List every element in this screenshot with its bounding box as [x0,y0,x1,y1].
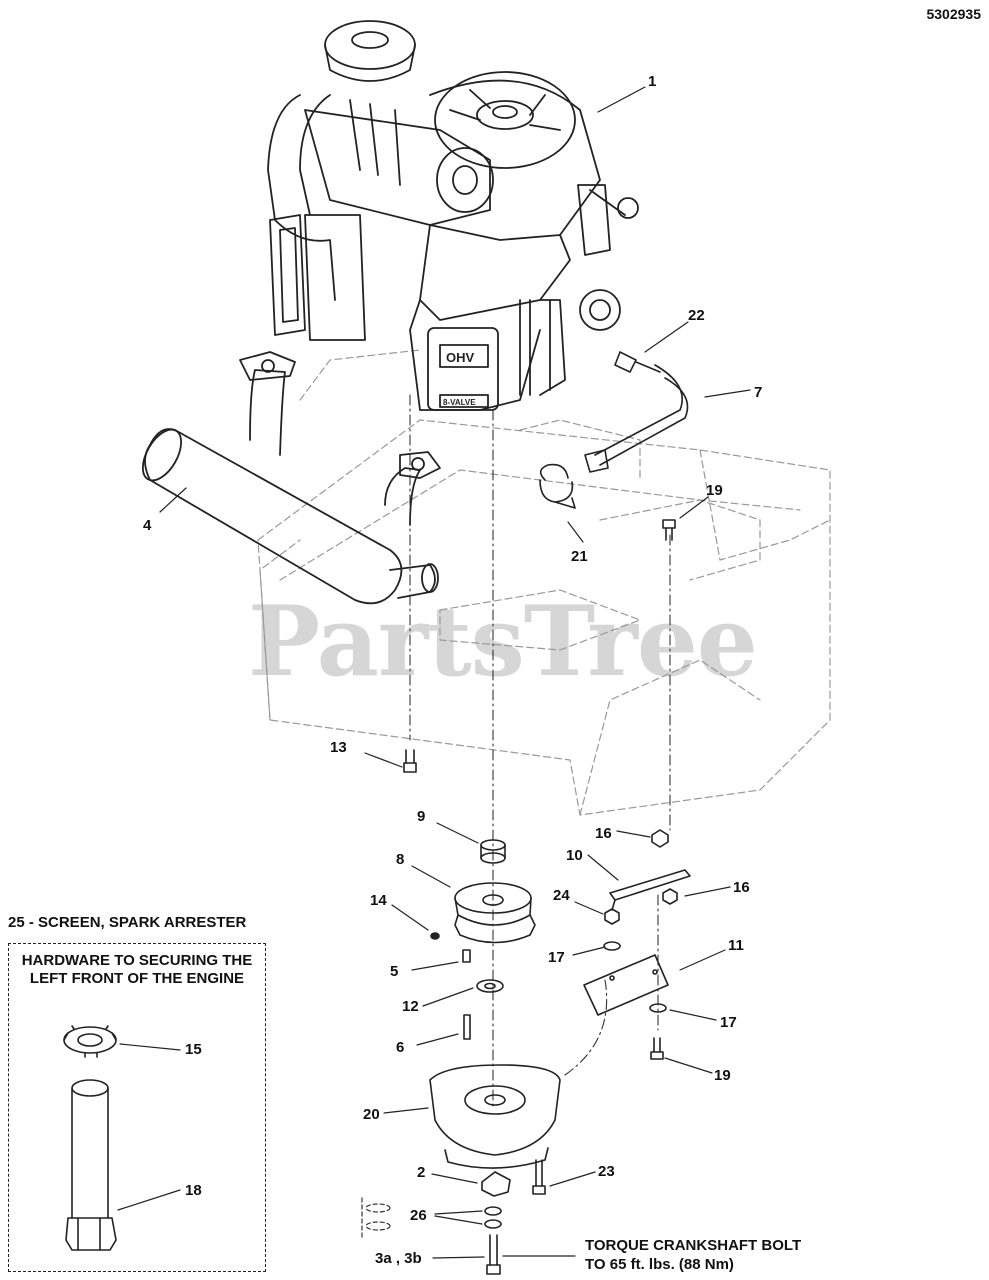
kit-title: 25 - SCREEN, SPARK ARRESTER [8,914,247,931]
nut-16-lower [662,888,678,905]
callout-3: 3a , 3b [375,1250,422,1267]
lock-washer-15 [63,1025,117,1058]
leader-lines [117,86,751,1259]
plate-11 [583,954,669,1016]
nut-16-top [651,829,669,848]
pulley-8 [454,882,536,944]
set-screw-14 [430,932,440,940]
callout-17-lower: 17 [720,1014,737,1031]
bolt-23 [532,1159,546,1195]
muffler [142,351,441,605]
kit-caption-line2: LEFT FRONT OF THE ENGINE [29,970,245,987]
watermark: PartsTree [248,585,758,698]
callout-15: 15 [185,1041,202,1058]
callout-17-top: 17 [548,949,565,966]
callout-9: 9 [417,808,426,825]
callout-24: 24 [553,887,570,904]
kit-caption: HARDWARE TO SECURING THE LEFT FRONT OF T… [9,952,265,988]
callout-13: 13 [330,739,347,756]
torque-note-line2: TO 65 ft. lbs. (88 Nm) [585,1255,734,1273]
callout-1: 1 [648,73,657,90]
washers-26 [484,1206,502,1229]
nut-24 [604,908,620,925]
callout-11: 11 [728,937,744,954]
ohv-badge: OHV [446,350,475,365]
hose-clamp [539,463,576,509]
callout-16-lower: 16 [733,879,750,896]
document-number: 5302935 [926,6,981,22]
kit-box: HARDWARE TO SECURING THE LEFT FRONT OF T… [8,943,266,1272]
callout-6: 6 [396,1039,405,1056]
callout-22: 22 [688,307,705,324]
callout-21: 21 [571,548,588,565]
callout-10: 10 [566,847,583,864]
bolt-13 [403,749,417,773]
bolt-18 [65,1079,117,1251]
key-5 [462,949,471,963]
callout-18: 18 [185,1182,202,1199]
callout-19-lower: 19 [714,1067,731,1084]
kit-caption-line1: HARDWARE TO SECURING THE [21,952,253,969]
engine [267,20,639,411]
bracket-10 [609,869,691,911]
valve-badge: 8-VALVE [443,398,476,407]
washer-group-bracket [361,1197,391,1241]
torque-note-line1: TORQUE CRANKSHAFT BOLT [585,1237,802,1254]
callout-12: 12 [402,998,419,1015]
spacer-9 [480,839,506,864]
centerlines [409,394,671,1111]
callout-19-top: 19 [706,482,723,499]
callout-16-top: 16 [595,825,612,842]
callout-2: 2 [417,1164,426,1181]
bolt-19-top [662,519,676,541]
torque-note: TORQUE CRANKSHAFT BOLT TO 65 ft. lbs. (8… [585,1237,801,1275]
callout-8: 8 [396,851,405,868]
fuel-hose [584,351,689,473]
crankshaft-bolt-3 [486,1234,501,1275]
key-6 [463,1014,471,1040]
callout-4: 4 [143,517,152,534]
bolt-19-lower [650,1037,664,1060]
mower-frame [257,349,831,816]
callout-26: 26 [410,1207,427,1224]
callout-20: 20 [363,1106,380,1123]
callout-7: 7 [754,384,763,401]
clutch-20 [429,1064,561,1169]
callout-14: 14 [370,892,387,909]
washer-17-lower [649,1003,667,1013]
callout-23: 23 [598,1163,615,1180]
adapter-2 [481,1171,511,1197]
callout-5: 5 [390,963,399,980]
washer-12 [476,979,504,993]
washer-17-top [603,941,621,951]
